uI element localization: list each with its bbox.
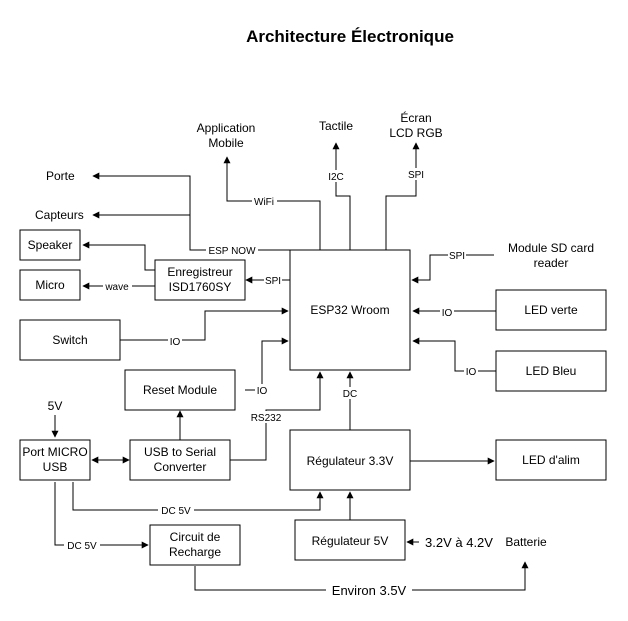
edge-io-switch [120,307,289,341]
ecran-label-1: Écran [400,110,431,125]
block-speaker: Speaker [19,229,81,261]
label-spi-lcd: SPI [408,170,424,181]
label-wave: wave [104,282,129,293]
block-regulateur-3v3: Régulateur 3.3V [289,429,411,491]
label-wifi: WiFi [254,197,274,208]
label-i2c: I2C [328,172,344,183]
block-led-bleu: LED Bleu [495,350,607,392]
label-spi-enr: SPI [265,276,281,287]
label-dc5v-charge: DC 5V [67,541,97,552]
application-label-1: Application [197,121,256,135]
block-switch: Switch [19,319,121,361]
port-usb-label-1: Port MICRO [22,445,87,459]
led-alim-label: LED d'alim [522,453,580,467]
label-io-bleu: IO [466,367,477,378]
tactile-label: Tactile [319,119,353,133]
block-esp32: ESP32 Wroom [289,249,411,371]
block-led-verte: LED verte [495,289,607,331]
v5-label: 5V [48,399,63,413]
edge-io-bleu [412,337,496,372]
circuit-label-2: Recharge [169,545,221,559]
led-bleu-label: LED Bleu [526,364,577,378]
connection-labels: WiFi ESP NOW I2C SPI SPI SPI wave IO IO … [64,168,499,598]
esp32-label: ESP32 Wroom [310,303,389,317]
label-rs232: RS232 [251,413,282,424]
label-dc: DC [343,389,357,400]
label-batt-voltage: 3.2V à 4.2V [425,535,493,550]
block-regulateur-5v: Régulateur 5V [294,519,406,561]
batterie-label: Batterie [505,535,547,549]
led-verte-label: LED verte [524,303,578,317]
block-reset-module: Reset Module [124,369,236,411]
sd-card-label-2: reader [534,256,569,270]
micro-label: Micro [35,278,65,292]
label-io-switch: IO [170,337,181,348]
block-port-micro-usb: Port MICRO USB [19,439,91,481]
regulateur-5v-label: Régulateur 5V [312,534,389,548]
reset-module-label: Reset Module [143,383,217,397]
label-spi-sd: SPI [449,251,465,262]
regulateur-3v3-label: Régulateur 3.3V [307,454,394,468]
block-enregistreur: Enregistreur ISD1760SY [154,259,246,301]
block-usb-to-serial: USB to Serial Converter [129,439,231,481]
edge-dc5v-reg [72,482,324,511]
edge-io-reset [245,337,289,391]
circuit-label-1: Circuit de [170,530,221,544]
label-esp-now: ESP NOW [208,246,256,257]
label-io-verte: IO [442,308,453,319]
speaker-label: Speaker [28,238,73,252]
capteurs-label: Capteurs [35,208,84,222]
porte-label: Porte [46,169,75,183]
usb-serial-label-2: Converter [154,460,207,474]
label-io-reset: IO [257,386,268,397]
usb-serial-label-1: USB to Serial [144,445,216,459]
edge-spi-lcd [385,142,420,250]
enregistreur-label-1: Enregistreur [167,265,232,279]
port-usb-label-2: USB [43,460,68,474]
switch-label: Switch [52,333,87,347]
application-label-2: Mobile [208,136,244,150]
edge-rs232 [230,371,324,461]
block-circuit-recharge: Circuit de Recharge [149,524,241,566]
block-led-alim: LED d'alim [495,439,607,481]
enregistreur-label-2: ISD1760SY [169,280,232,294]
edge-i2c [332,142,351,250]
edge-speaker [82,241,155,271]
edge-esp-now [92,172,290,251]
label-environ: Environ 3.5V [332,583,407,598]
ecran-label-2: LCD RGB [389,126,442,140]
edge-dc5v-charge [54,482,149,549]
label-dc5v-reg: DC 5V [161,506,191,517]
sd-card-label-1: Module SD card [508,241,594,255]
external-labels: Application Mobile Tactile Écran LCD RGB… [35,110,594,549]
block-micro: Micro [19,269,81,301]
diagram-title: Architecture Électronique [246,27,454,46]
